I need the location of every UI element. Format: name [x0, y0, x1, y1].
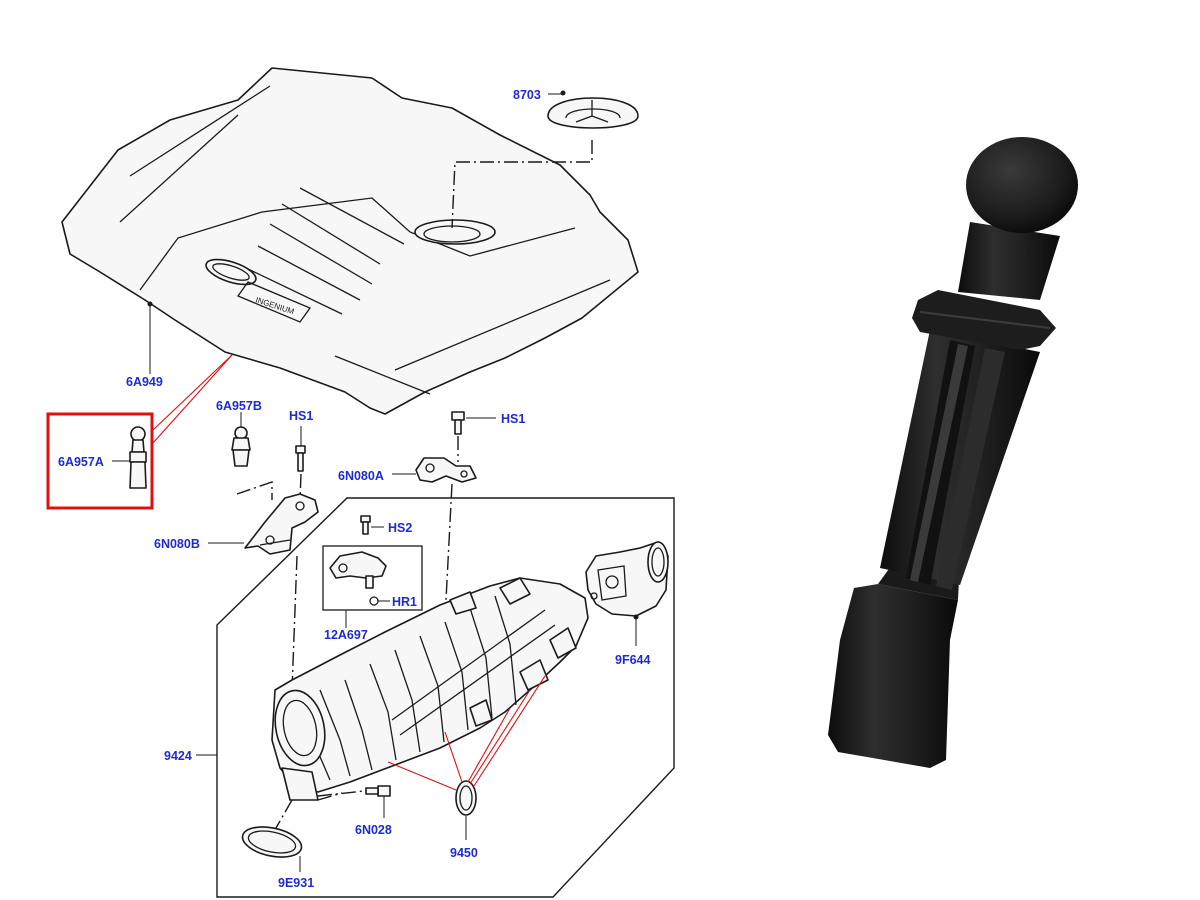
bolt-HS2[interactable] [360, 515, 371, 535]
bolt-HS1-left[interactable] [295, 445, 306, 472]
oil-filler-cap[interactable] [547, 97, 639, 129]
callout-6A949[interactable]: 6A949 [126, 375, 163, 389]
engine-cover[interactable] [61, 67, 639, 415]
gasket-9450[interactable] [455, 780, 477, 816]
callout-9424[interactable]: 9424 [164, 749, 192, 763]
sensor-subframe [322, 545, 423, 611]
callout-6N028[interactable]: 6N028 [355, 823, 392, 837]
cap-alignment-line [451, 140, 593, 229]
grommet-6A957B[interactable] [231, 426, 251, 467]
bracket-6N080B[interactable] [244, 493, 319, 555]
callout-9450[interactable]: 9450 [450, 846, 478, 860]
seal-9E931[interactable] [240, 822, 305, 862]
assembly-frame [216, 497, 675, 898]
bolt-HS1-right[interactable] [451, 411, 465, 435]
callout-6A957B[interactable]: 6A957B [216, 399, 262, 413]
callout-6N080A[interactable]: 6N080A [338, 469, 384, 483]
intake-manifold[interactable] [269, 577, 589, 801]
callout-HR1[interactable]: HR1 [392, 595, 417, 609]
callout-HS2[interactable]: HS2 [388, 521, 412, 535]
callout-HS1-left[interactable]: HS1 [289, 409, 313, 423]
map-sensor[interactable] [329, 551, 387, 589]
callout-6A957A[interactable]: 6A957A [58, 455, 104, 469]
callout-9F644[interactable]: 9F644 [615, 653, 650, 667]
throttle-body[interactable] [585, 541, 669, 617]
highlight-box [46, 412, 154, 510]
callout-6N080B[interactable]: 6N080B [154, 537, 200, 551]
callout-9E931[interactable]: 9E931 [278, 876, 314, 890]
callout-12A697[interactable]: 12A697 [324, 628, 368, 642]
callout-HS1-right[interactable]: HS1 [501, 412, 525, 426]
bolt-6N028[interactable] [365, 785, 391, 797]
grommet-6A957A[interactable] [129, 426, 147, 489]
callout-8703[interactable]: 8703 [513, 88, 541, 102]
grommet-photo [828, 137, 1078, 768]
bracket-6N080A[interactable] [415, 457, 477, 483]
